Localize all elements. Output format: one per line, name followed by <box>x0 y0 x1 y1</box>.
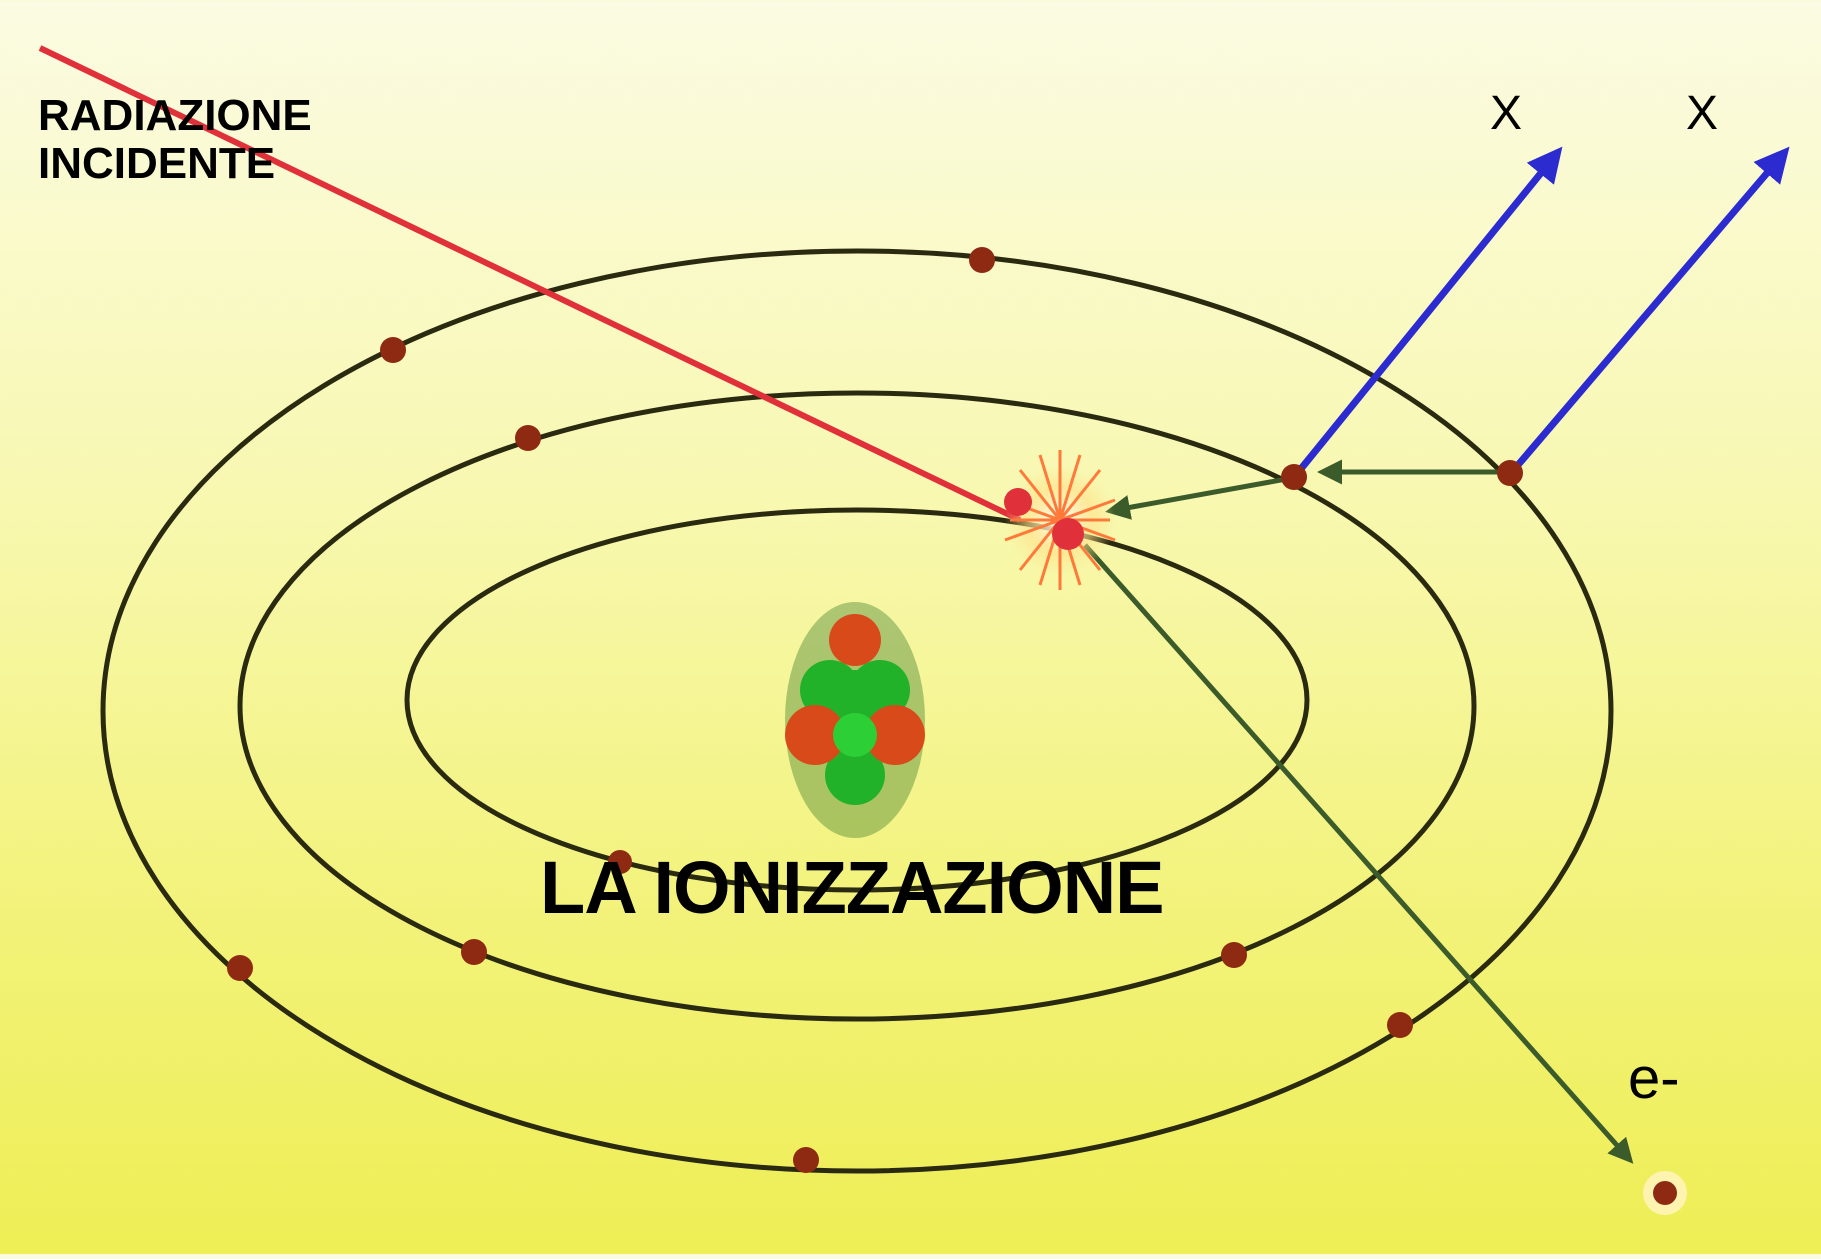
orbit-middle <box>237 390 1477 1022</box>
electron <box>461 939 487 965</box>
nucleus <box>785 602 925 838</box>
ejected-electron-path <box>1083 543 1634 1164</box>
xray-arrow-1 <box>1297 146 1563 473</box>
ejected-electron <box>1643 1171 1687 1215</box>
electron-label: e- <box>1628 1046 1680 1111</box>
orbit-electrons <box>227 247 1523 1173</box>
xray-label-1: X <box>1490 87 1523 140</box>
electron <box>608 850 632 874</box>
electron <box>515 425 541 451</box>
incident-radiation-ray <box>38 45 1022 523</box>
collision-flash <box>1004 450 1116 590</box>
electron <box>969 247 995 273</box>
electron <box>793 1147 819 1173</box>
xray-arrow-2 <box>1509 146 1790 475</box>
orbit-outer <box>100 248 1614 1174</box>
electron <box>1497 460 1523 486</box>
incident-radiation-label: RADIAZIONE INCIDENTE <box>38 91 312 188</box>
electron <box>380 337 406 363</box>
electron <box>1281 464 1307 490</box>
diagram-title: LA IONIZZAZIONE <box>540 846 1165 929</box>
orbit-inner <box>404 507 1310 893</box>
electron <box>1221 942 1247 968</box>
xray-label-2: X <box>1686 87 1719 140</box>
electron <box>227 955 253 981</box>
electron <box>1387 1012 1413 1038</box>
transition-arrow-inner <box>1105 475 1293 520</box>
